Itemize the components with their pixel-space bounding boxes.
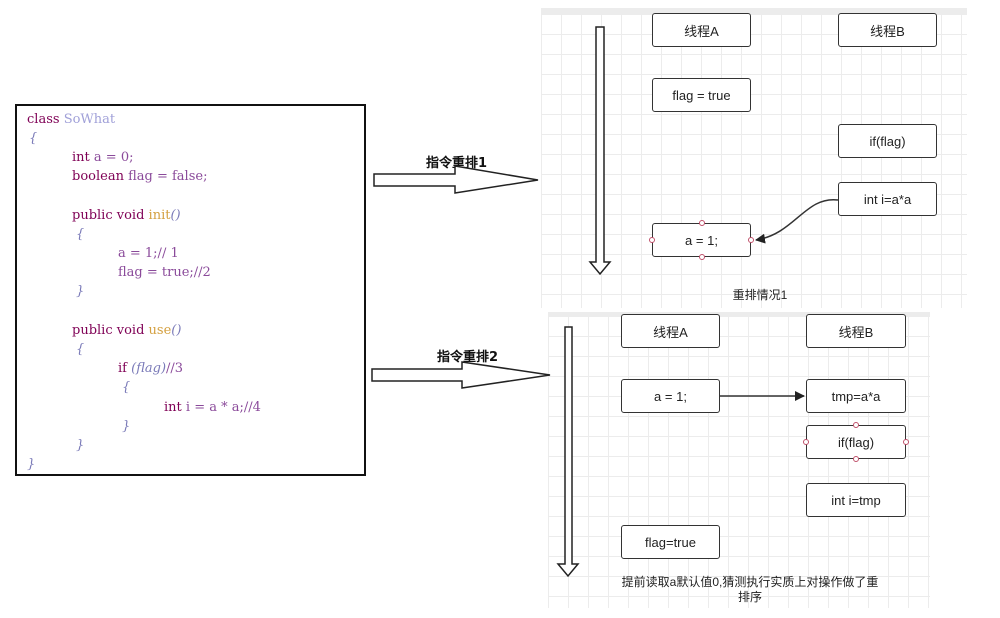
init-open-brace: { — [76, 227, 85, 242]
d1-handle-left[interactable] — [649, 237, 655, 243]
if-close-brace: } — [122, 419, 131, 434]
d2-if-flag-label: if(flag) — [837, 434, 875, 450]
field-flag-type: boolean — [72, 169, 124, 184]
code-box: class SoWhat { int a = 0; boolean flag =… — [15, 104, 366, 476]
d1-handle-right[interactable] — [748, 237, 754, 243]
field-flag-rest: flag = false; — [128, 169, 208, 184]
init-parens: () — [170, 208, 181, 223]
code-line-field-flag: boolean flag = false; — [72, 169, 207, 185]
reorder-block-arrow-2 — [371, 361, 551, 389]
d1-thread-b-label: 线程B — [870, 23, 905, 39]
d1-handle-top[interactable] — [699, 220, 705, 226]
d2-flag-true-label: flag=true — [645, 534, 696, 550]
reorder-block-arrow-1 — [373, 165, 539, 194]
d1-thread-a-node: 线程A — [652, 13, 751, 47]
init-line-1: a = 1;// 1 — [118, 246, 179, 261]
code-line-if: if (flag)//3 — [118, 361, 183, 377]
d2-tmp-node: tmp=a*a — [806, 379, 906, 413]
d2-handle-top[interactable] — [853, 422, 859, 428]
d2-handle-right[interactable] — [903, 439, 909, 445]
d2-thread-b-label: 线程B — [838, 324, 874, 340]
reorder-arrow-label-2: 指令重排2 — [437, 350, 499, 365]
d2-handle-bottom[interactable] — [853, 456, 859, 462]
use-modifiers: public void — [72, 323, 145, 338]
if-open-brace: { — [122, 380, 131, 395]
class-keyword: class — [27, 112, 60, 127]
d1-thread-b-node: 线程B — [838, 13, 937, 47]
d2-thread-b-node: 线程B — [806, 314, 906, 348]
if-keyword: if — [118, 361, 127, 376]
code-line-if-body: int i = a * a;//4 — [164, 400, 261, 416]
d2-timeline-arrow — [556, 326, 580, 578]
use-parens: () — [171, 323, 182, 338]
d1-if-flag-label: if(flag) — [869, 133, 906, 149]
d1-caption: 重排情况1 — [732, 288, 788, 302]
init-close-brace: } — [76, 284, 85, 299]
class-close-brace: } — [27, 457, 36, 472]
code-line-class: class SoWhat — [27, 112, 115, 128]
d2-int-i-node: int i=tmp — [806, 483, 906, 517]
d2-a-eq-1-label: a = 1; — [654, 388, 687, 404]
d1-a-eq-1-node: a = 1; — [652, 223, 751, 257]
diagram-1-panel — [541, 8, 967, 308]
d1-a-eq-1-label: a = 1; — [685, 232, 718, 248]
code-line-field-a: int a = 0; — [72, 150, 133, 166]
field-a-type: int — [72, 150, 90, 165]
d1-timeline-arrow — [588, 26, 612, 276]
d1-curved-connector — [755, 199, 839, 244]
code-line-use-signature: public void use() — [72, 323, 181, 339]
init-modifiers: public void — [72, 208, 145, 223]
code-line-init-signature: public void init() — [72, 208, 181, 224]
d2-caption-line-1: 提前读取a默认值0,猜测执行实质上对操作做了重 — [621, 575, 879, 589]
d1-if-flag-node: if(flag) — [838, 124, 937, 158]
class-open-brace: { — [29, 131, 38, 146]
d2-handle-left[interactable] — [803, 439, 809, 445]
use-open-brace: { — [76, 342, 85, 357]
use-close-brace: } — [76, 438, 85, 453]
d2-thread-a-node: 线程A — [621, 314, 720, 348]
d1-int-i-node: int i=a*a — [838, 182, 937, 216]
reorder-arrow-label-1: 指令重排1 — [426, 156, 488, 171]
d2-int-i-label: int i=tmp — [831, 492, 881, 508]
class-name: SoWhat — [63, 112, 116, 127]
d1-thread-a-label: 线程A — [684, 23, 719, 39]
d1-handle-bottom[interactable] — [699, 254, 705, 260]
body-type: int — [164, 400, 182, 415]
d2-a-eq-1-node: a = 1; — [621, 379, 720, 413]
d1-int-i-label: int i=a*a — [863, 191, 912, 207]
diagram-2-panel — [548, 312, 930, 608]
d1-flag-true-node: flag = true — [652, 78, 751, 112]
d2-tmp-label: tmp=a*a — [831, 388, 881, 404]
d2-caption: 提前读取a默认值0,猜测执行实质上对操作做了重 排序 — [605, 575, 895, 605]
field-a-rest: a = 0; — [93, 150, 134, 165]
init-method-name: init — [148, 208, 171, 223]
d2-thread-a-label: 线程A — [653, 324, 688, 340]
d1-flag-true-label: flag = true — [672, 87, 731, 103]
use-method-name: use — [148, 323, 172, 338]
init-line-2: flag = true;//2 — [118, 265, 211, 280]
if-comment: //3 — [166, 361, 184, 376]
d2-caption-line-2: 排序 — [737, 590, 762, 604]
if-condition: (flag) — [131, 361, 167, 376]
body-rest: i = a * a;//4 — [185, 400, 261, 415]
d2-flag-true-node: flag=true — [621, 525, 720, 559]
